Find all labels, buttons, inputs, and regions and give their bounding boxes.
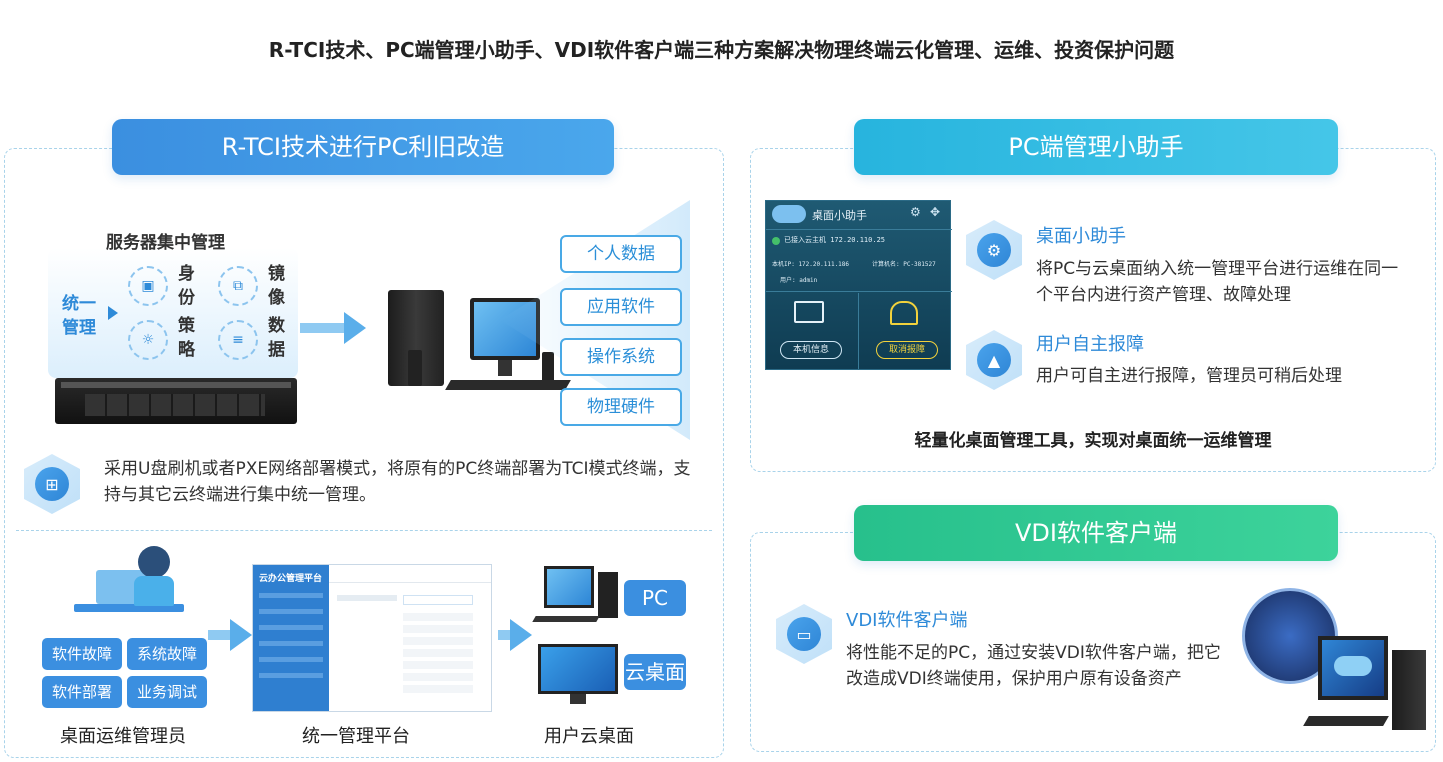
assistant-window: 桌面小助手 ⚙ ✥ 已接入云主机 172.20.110.25 本机IP: 172…	[765, 200, 952, 370]
assistant-item-title-1: 用户自主报障	[1036, 334, 1144, 355]
arrow-shaft-2	[208, 630, 232, 640]
gear-icon: ⚙	[977, 233, 1011, 267]
feature-mirror: 镜像	[268, 264, 285, 308]
tile-system-fault: 系统故障	[127, 638, 207, 670]
btn-cancel-report[interactable]: 取消报障	[876, 341, 938, 359]
arrow-right-icon-3	[510, 619, 532, 651]
cloud-tile: 云桌面	[624, 654, 686, 690]
admin-label: 桌面运维管理员	[60, 726, 186, 747]
cloud-logo-icon	[772, 205, 806, 223]
assistant-heading: PC端管理小助手	[854, 119, 1338, 175]
platform-label: 统一管理平台	[302, 726, 410, 747]
monitor-stand	[498, 360, 512, 376]
cloud-desktop-stand	[570, 694, 586, 704]
admin-desk-image	[74, 604, 184, 612]
divider	[16, 530, 712, 531]
assistant-item-desc-0: 将PC与云桌面纳入统一管理平台进行运维在同一个平台内进行资产管理、故障处理	[1036, 259, 1399, 305]
unified-label: 统一管理	[62, 294, 96, 338]
grid-icon: ⊞	[35, 467, 69, 501]
settings-icon[interactable]: ⚙	[910, 205, 921, 219]
vdi-keyboard	[1303, 716, 1389, 726]
mirror-icon: ⧉	[218, 266, 258, 306]
monitor-icon: ▭	[787, 617, 821, 651]
user-label: 用户云桌面	[544, 726, 634, 747]
vdi-title: VDI软件客户端	[846, 610, 968, 631]
server-glow	[48, 248, 298, 378]
alarm-icon	[890, 301, 918, 325]
local-ip-text: 本机IP: 172.20.111.186	[772, 261, 850, 268]
vdi-pc-tower	[1392, 650, 1426, 730]
tag-app-software: 应用软件	[560, 288, 682, 326]
user-pc-keyboard	[532, 616, 600, 622]
tag-os: 操作系统	[560, 338, 682, 376]
platform-logo: 云办公管理平台	[259, 574, 323, 584]
arrow-right-icon-2	[230, 619, 252, 651]
connected-icon	[772, 237, 780, 245]
move-icon[interactable]: ✥	[930, 205, 941, 219]
play-icon	[108, 306, 118, 320]
assistant-item-desc-1: 用户可自主进行报障，管理员可稍后处理	[1036, 366, 1342, 386]
admin-body-image	[134, 576, 174, 606]
vdi-heading: VDI软件客户端	[854, 505, 1338, 561]
arrow-shaft	[300, 323, 346, 333]
monitor-icon	[794, 301, 824, 323]
cloud-icon	[1334, 656, 1372, 676]
page-title: R-TCI技术、PC端管理小助手、VDI软件客户端三种方案解决物理终端云化管理、…	[268, 38, 1175, 62]
arrow-right-icon	[344, 312, 366, 344]
database-icon: ≡	[218, 320, 258, 360]
assistant-item-title-0: 桌面小助手	[1036, 226, 1126, 247]
server-rack-image	[55, 378, 297, 424]
rtci-description: 采用U盘刷机或者PXE网络部署模式，将原有的PC终端部署为TCI模式终端，支持与…	[104, 459, 691, 505]
user-text: 用户: admin	[780, 277, 818, 284]
policy-icon: ☼	[128, 320, 168, 360]
vdi-desc: 将性能不足的PC，通过安装VDI软件客户端，把它改造成VDI终端使用，保护用户原…	[846, 643, 1221, 689]
rtci-heading: R-TCI技术进行PC利旧改造	[112, 119, 614, 175]
tile-software-deploy: 软件部署	[42, 676, 122, 708]
identity-icon: ▣	[128, 266, 168, 306]
platform-screenshot: 云办公管理平台	[252, 564, 492, 712]
arrow-shaft-3	[498, 630, 512, 640]
speaker-left	[408, 350, 422, 386]
connected-text: 已接入云主机 172.20.110.25	[784, 236, 886, 244]
alert-icon: ▲	[977, 343, 1011, 377]
tile-software-fault: 软件故障	[42, 638, 122, 670]
tag-personal-data: 个人数据	[560, 235, 682, 273]
computer-name-text: 计算机名: PC-381527	[872, 261, 936, 268]
speaker-right	[542, 352, 554, 386]
feature-identity: 身份	[178, 264, 195, 308]
user-pc-monitor	[544, 566, 594, 608]
window-title: 桌面小助手	[812, 209, 867, 222]
admin-person-image	[138, 546, 170, 578]
feature-policy: 策略	[178, 316, 195, 360]
user-pc-tower	[598, 572, 618, 618]
cloud-desktop-monitor	[538, 644, 618, 694]
tag-hardware: 物理硬件	[560, 388, 682, 426]
keyboard-image	[445, 380, 571, 390]
pc-tile: PC	[624, 580, 686, 616]
assistant-summary: 轻量化桌面管理工具，实现对桌面统一运维管理	[914, 431, 1272, 451]
feature-data: 数据	[268, 316, 285, 360]
btn-local-info[interactable]: 本机信息	[780, 341, 842, 359]
tile-business-debug: 业务调试	[127, 676, 207, 708]
